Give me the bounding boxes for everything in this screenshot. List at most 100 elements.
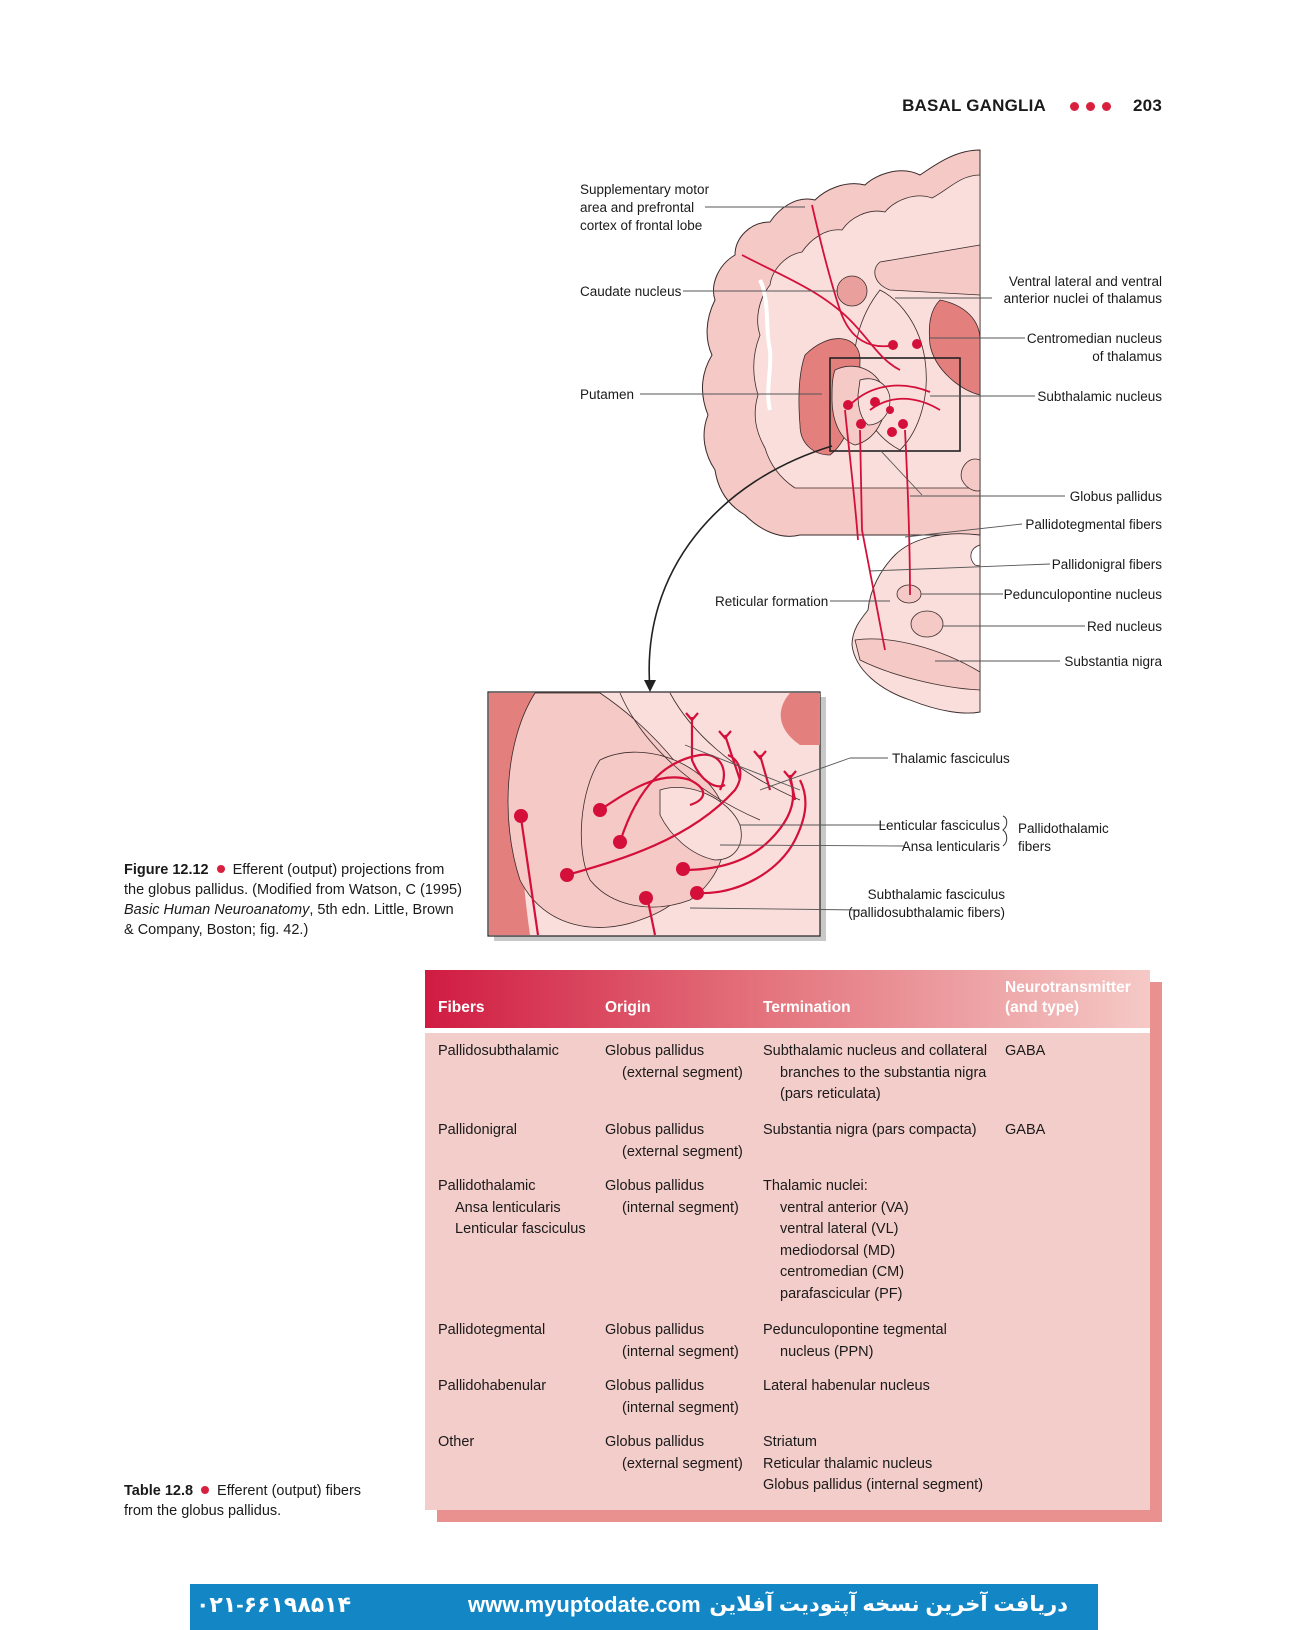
- figure-labels: Supplementary motor area and prefrontal …: [580, 182, 1162, 920]
- leader-lines: [640, 206, 1085, 662]
- cell-origin: Globus pallidus (external segment): [605, 1120, 755, 1163]
- cell-line: Pallidothalamic: [438, 1178, 536, 1194]
- cell-origin: Globus pallidus (internal segment): [605, 1176, 755, 1219]
- cell-line: GABA: [1005, 1043, 1046, 1059]
- label-pallidotegmental: Pallidotegmental fibers: [1025, 517, 1162, 532]
- cell-line: Striatum: [763, 1434, 817, 1450]
- label-putamen: Putamen: [580, 387, 634, 402]
- header-nt-line: (and type): [1005, 999, 1080, 1016]
- table-number: Table 12.8: [124, 1483, 194, 1499]
- cell-line: Globus pallidus: [605, 1378, 705, 1394]
- dot-icon: [1086, 101, 1096, 111]
- label-substantia-nigra: Substantia nigra: [1064, 654, 1162, 669]
- cell-line: (external segment): [622, 1064, 743, 1081]
- label-subthalamic-fasciculus: (pallidosubthalamic fibers): [848, 905, 1005, 920]
- cell-fibers: Pallidotegmental: [438, 1320, 598, 1342]
- cell-fibers: Other: [438, 1432, 598, 1454]
- cell-line: mediodorsal (MD): [780, 1242, 896, 1259]
- label-supp-motor: Supplementary motor: [580, 182, 710, 197]
- cell-fibers: Pallidonigral: [438, 1120, 598, 1142]
- label-centromedian: of thalamus: [1092, 349, 1162, 364]
- cell-line: (internal segment): [622, 1343, 739, 1360]
- header-nt-line: Neurotransmitter: [1005, 979, 1131, 996]
- cell-termination: Thalamic nuclei: ventral anterior (VA) v…: [763, 1176, 995, 1305]
- cell-line: (internal segment): [622, 1199, 739, 1216]
- cell-fibers: Pallidohabenular: [438, 1376, 598, 1398]
- footer-persian-text: دریافت آخرین نسخه آپتودیت آفلاین: [709, 1593, 1068, 1616]
- label-globus-pallidus: Globus pallidus: [1070, 489, 1163, 504]
- cell-line: Pallidonigral: [438, 1122, 517, 1138]
- cell-line: Ansa lenticularis: [455, 1199, 561, 1216]
- header-origin: Origin: [605, 999, 651, 1016]
- label-pedunculopontine: Pedunculopontine nucleus: [1004, 587, 1163, 602]
- efferent-fibers-table: Fibers Origin Termination Neurotransmitt…: [425, 970, 1162, 1522]
- cell-line: Globus pallidus: [605, 1322, 705, 1338]
- label-subthalamic-fasciculus: Subthalamic fasciculus: [868, 887, 1006, 902]
- cell-line: Globus pallidus: [605, 1122, 705, 1138]
- table-body-bg: Fibers Origin Termination Neurotransmitt…: [425, 970, 1150, 1510]
- caption-text-after: , 5th edn. Little, Brown & Company, Bost…: [124, 902, 454, 938]
- cell-origin: Globus pallidus (internal segment): [605, 1320, 755, 1363]
- cell-line: Globus pallidus: [605, 1434, 705, 1450]
- cell-termination: Substantia nigra (pars compacta): [763, 1120, 995, 1142]
- cell-line: Pallidotegmental: [438, 1322, 546, 1338]
- footer-banner: ۰۲۱-۶۶۱۹۸۵۱۴ www.myuptodate.com دریافت آ…: [190, 1584, 1098, 1630]
- label-reticular: Reticular formation: [715, 594, 828, 609]
- cell-line: centromedian (CM): [780, 1264, 905, 1280]
- cell-line: Lenticular fasciculus: [455, 1221, 586, 1237]
- cell-line: Lateral habenular nucleus: [763, 1378, 930, 1394]
- dot-icon: [1070, 101, 1080, 111]
- label-centromedian: Centromedian nucleus: [1027, 331, 1162, 346]
- label-subthalamic: Subthalamic nucleus: [1037, 389, 1162, 404]
- arrow-head-icon: [644, 680, 656, 692]
- cell-line: Pedunculopontine tegmental: [763, 1322, 947, 1338]
- brain-section: [701, 149, 981, 714]
- cell-line: Other: [438, 1434, 475, 1450]
- figure-illustration: Supplementary motor area and prefrontal …: [487, 149, 1162, 941]
- header-termination: Termination: [763, 999, 851, 1016]
- cell-line: (pars reticulata): [780, 1086, 881, 1102]
- cell-line: Globus pallidus: [605, 1043, 705, 1059]
- header-neurotransmitter: Neurotransmitter (and type): [1005, 978, 1131, 1018]
- dot-icon: [1102, 101, 1112, 111]
- cell-fibers: Pallidosubthalamic: [438, 1041, 598, 1063]
- cell-line: Globus pallidus (internal segment): [763, 1477, 984, 1493]
- cell-nt: GABA: [1005, 1041, 1145, 1063]
- header-dots: [1070, 101, 1112, 111]
- header-separator: [425, 1028, 1150, 1033]
- cell-termination: Striatum Reticular thalamic nucleus Glob…: [763, 1432, 995, 1497]
- footer-phone: ۰۲۱-۶۶۱۹۸۵۱۴: [196, 1592, 352, 1617]
- cell-line: (external segment): [622, 1455, 743, 1472]
- cell-fibers: Pallidothalamic Ansa lenticularis Lentic…: [438, 1176, 598, 1241]
- cell-termination: Pedunculopontine tegmental nucleus (PPN): [763, 1320, 995, 1363]
- zoom-arrow: [648, 445, 833, 691]
- figure-number: Figure 12.12: [124, 862, 209, 878]
- cell-line: Pallidosubthalamic: [438, 1043, 559, 1059]
- cell-line: (external segment): [622, 1143, 743, 1160]
- cell-line: Thalamic nuclei:: [763, 1178, 868, 1194]
- cell-termination: Lateral habenular nucleus: [763, 1376, 995, 1398]
- cell-origin: Globus pallidus (internal segment): [605, 1376, 755, 1419]
- cell-line: nucleus (PPN): [780, 1343, 874, 1360]
- label-thalamic-fasciculus: Thalamic fasciculus: [892, 751, 1010, 766]
- cell-origin: Globus pallidus (external segment): [605, 1041, 755, 1084]
- label-red-nucleus: Red nucleus: [1087, 619, 1162, 634]
- caption-book-title: Basic Human Neuroanatomy: [124, 902, 310, 918]
- header-fibers: Fibers: [438, 999, 485, 1016]
- table-caption-text: Efferent (output) fibers from the globus…: [124, 1483, 362, 1519]
- label-vl-va: anterior nuclei of thalamus: [1004, 291, 1163, 306]
- cell-line: Pallidohabenular: [438, 1378, 547, 1394]
- bullet-icon: [216, 865, 225, 873]
- cell-line: Substantia nigra (pars compacta): [763, 1122, 977, 1138]
- running-header: BASAL GANGLIA 203: [902, 96, 1162, 116]
- label-vl-va: Ventral lateral and ventral: [1009, 274, 1162, 289]
- cell-line: Reticular thalamic nucleus: [763, 1455, 933, 1472]
- cell-line: (internal segment): [622, 1399, 739, 1416]
- cell-nt: GABA: [1005, 1120, 1145, 1142]
- label-caudate: Caudate nucleus: [580, 284, 682, 299]
- cell-line: Globus pallidus: [605, 1178, 705, 1194]
- caption-text: Efferent (output) projections from the g…: [124, 862, 462, 898]
- footer-website-link[interactable]: www.myuptodate.com: [468, 1592, 701, 1617]
- cell-line: branches to the substantia nigra: [780, 1064, 987, 1081]
